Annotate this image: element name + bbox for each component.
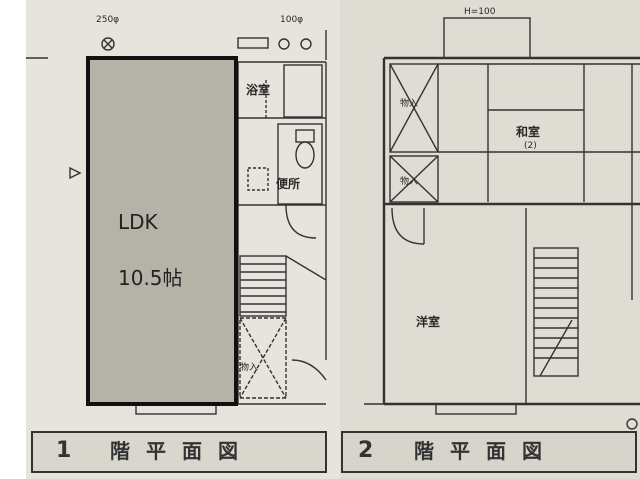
dim-top-right: 100φ — [280, 15, 304, 25]
japanese-room-label: 和室 — [516, 125, 541, 139]
ldk-label: LDK — [118, 210, 158, 234]
floor-1-sheet: 250φ 100φ LDK 10.5帖 浴室 便所 物入 1 階平面図 — [26, 0, 344, 479]
floor-1-number: 1 — [56, 438, 72, 463]
dim-top-left: 250φ — [96, 15, 120, 25]
floor-1-title: 階平面図 — [110, 439, 254, 463]
closet-mid-label: 物入 — [400, 177, 419, 187]
floor-1-drawing — [26, 30, 327, 473]
ldk-area-label: 10.5帖 — [118, 266, 183, 290]
bath-label: 浴室 — [246, 83, 271, 97]
floor-2-dim-top: H=100 — [464, 7, 496, 17]
floor-2-title: 階平面図 — [414, 439, 558, 463]
western-room-label: 洋室 — [416, 315, 441, 329]
floor-2-number: 2 — [358, 438, 374, 463]
wc-label: 便所 — [276, 177, 301, 191]
floor-2-sheet: H=100 物入 物入 和室 (2) 洋室 2 階平面図 — [340, 0, 640, 479]
japanese-room-sub-label: (2) — [524, 141, 537, 151]
closet-label: 物入 — [240, 363, 259, 373]
floor-2-drawing — [341, 17, 640, 473]
closet-top-label: 物入 — [400, 99, 419, 109]
